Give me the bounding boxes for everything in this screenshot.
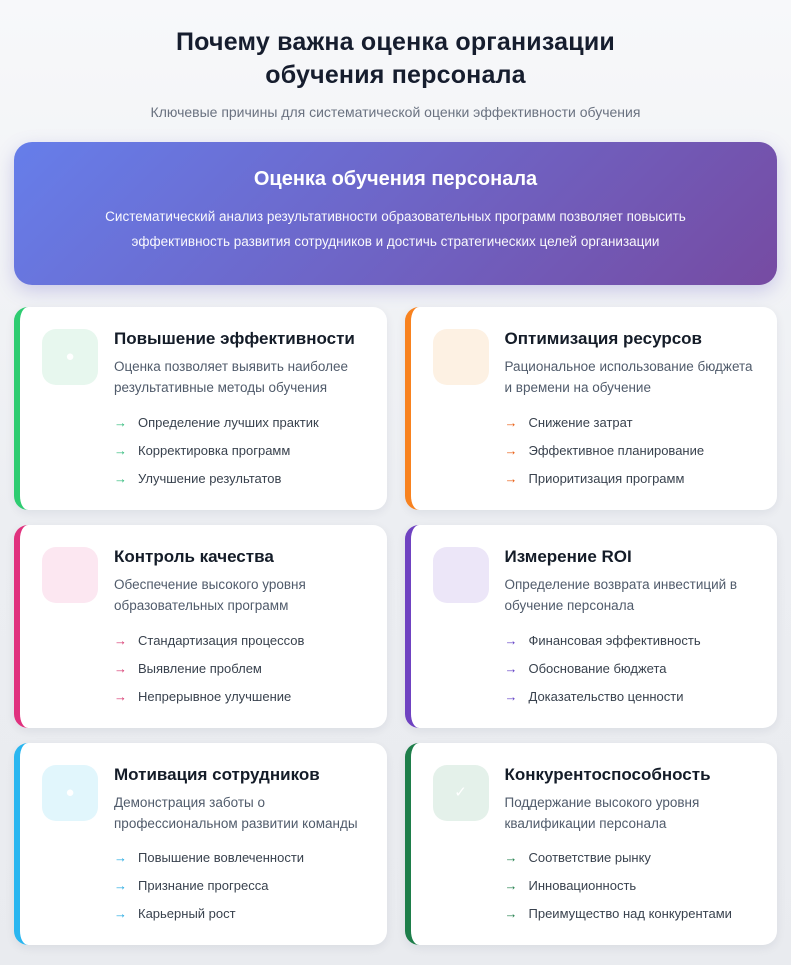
arrow-icon: → (504, 632, 518, 648)
list-item: → Финансовая эффективность (505, 633, 756, 648)
card-list: → Повышение вовлеченности → Признание прог… (114, 850, 365, 921)
card-motivation: ● Мотивация сотрудников Демонстрация заб… (14, 742, 387, 946)
list-item: → Инновационность (505, 878, 756, 893)
card-title: Повышение эффективности (114, 328, 355, 348)
card-description: Демонстрация заботы о профессиональном р… (114, 794, 358, 831)
list-item: → Улучшение результатов (114, 471, 365, 486)
list-item: → Соответствие рынку (505, 850, 756, 865)
list-item-label: Улучшение результатов (138, 470, 282, 486)
arrow-icon: → (114, 442, 127, 458)
card-content: Повышение эффективности Оценка позволяет… (114, 329, 365, 486)
list-item-label: Выявление проблем (138, 660, 262, 676)
list-item: → Приоритизация программ (505, 471, 756, 486)
list-item-label: Эффективное планирование (528, 442, 705, 458)
card-resources: Оптимизация ресурсов Рациональное исполь… (404, 306, 777, 510)
card-description: Поддержание высокого уровня квалификации… (504, 794, 700, 831)
card-title: Измерение ROI (504, 546, 632, 566)
list-item-label: Обоснование бюджета (528, 660, 667, 676)
page-title: Почему важна оценка организации обучения… (14, 26, 777, 92)
blank-icon (432, 546, 489, 603)
card-content: Конкурентоспособность Поддержание высоко… (505, 765, 756, 922)
list-item: → Выявление проблем (114, 661, 365, 676)
arrow-icon: → (114, 688, 127, 704)
list-item: → Непрерывное улучшение (114, 689, 365, 704)
card-title: Мотивация сотрудников (114, 764, 320, 784)
arrow-icon: → (114, 414, 127, 430)
page-title-line-1: Почему важна оценка организации (176, 28, 615, 56)
blank-icon (42, 546, 98, 603)
list-item-label: Повышение вовлеченности (138, 850, 305, 866)
list-item: → Снижение затрат (505, 415, 756, 430)
gradient-banner: Оценка обучения персонала Систематически… (14, 142, 777, 285)
page-subtitle: Ключевые причины для систематической оце… (150, 104, 641, 120)
arrow-icon: → (504, 660, 518, 676)
blank-icon (432, 328, 489, 385)
arrow-icon: → (504, 878, 518, 894)
arrow-icon: → (504, 906, 518, 922)
cards-grid: ● Повышение эффективности Оценка позволя… (14, 306, 777, 946)
arrow-icon: → (114, 906, 127, 922)
arrow-icon: → (114, 850, 127, 866)
card-content: Оптимизация ресурсов Рациональное исполь… (505, 329, 756, 486)
arrow-icon: → (504, 414, 518, 430)
card-content: Измерение ROI Определение возврата инвес… (505, 547, 756, 704)
card-title: Оптимизация ресурсов (504, 328, 703, 348)
list-item: → Преимущество над конкурентами (505, 906, 756, 921)
card-list: → Финансовая эффективность → Обоснование б… (505, 633, 756, 704)
list-item-label: Инновационность (528, 878, 637, 894)
check-icon: ✓ (432, 764, 489, 821)
arrow-icon: → (114, 878, 127, 894)
card-list: → Соответствие рынку → Инновационность → Пр… (505, 850, 756, 921)
card-efficiency: ● Повышение эффективности Оценка позволя… (14, 306, 387, 510)
card-title: Контроль качества (114, 546, 274, 566)
list-item: → Повышение вовлеченности (114, 850, 365, 865)
banner-title: Оценка обучения персонала (253, 168, 538, 190)
list-item-label: Стандартизация процессов (138, 632, 305, 648)
card-list: → Снижение затрат → Эффективное планирован… (505, 415, 756, 486)
card-quality: Контроль качества Обеспечение высокого у… (14, 524, 387, 728)
card-description: Рациональное использование бюджета и вре… (504, 358, 753, 395)
arrow-icon: → (504, 442, 518, 458)
card-content: Контроль качества Обеспечение высокого у… (114, 547, 365, 704)
arrow-icon: → (504, 850, 518, 866)
card-list: → Стандартизация процессов → Выявление про… (114, 633, 365, 704)
card-description: Обеспечение высокого уровня образователь… (114, 576, 306, 613)
arrow-icon: → (504, 470, 518, 486)
card-list: → Определение лучших практик → Корректиров… (114, 415, 365, 486)
list-item-label: Определение лучших практик (138, 414, 319, 430)
list-item-label: Признание прогресса (138, 878, 269, 894)
list-item: → Стандартизация процессов (114, 633, 365, 648)
list-item-label: Приоритизация программ (528, 470, 685, 486)
list-item-label: Карьерный рост (138, 906, 236, 922)
card-roi: Измерение ROI Определение возврата инвес… (404, 524, 777, 728)
card-description: Оценка позволяет выявить наиболее резуль… (114, 358, 348, 395)
card-description: Определение возврата инвестиций в обучен… (504, 576, 738, 613)
dot-icon: ● (42, 764, 98, 821)
page-header: Почему важна оценка организации обучения… (14, 26, 777, 120)
dot-icon: ● (42, 328, 98, 385)
list-item: → Определение лучших практик (114, 415, 365, 430)
arrow-icon: → (114, 660, 127, 676)
arrow-icon: → (504, 688, 518, 704)
list-item: → Обоснование бюджета (505, 661, 756, 676)
banner-description: Систематический анализ результативности … (105, 209, 686, 249)
list-item: → Эффективное планирование (505, 443, 756, 458)
card-content: Мотивация сотрудников Демонстрация забот… (114, 765, 365, 922)
list-item: → Признание прогресса (114, 878, 365, 893)
list-item: → Доказательство ценности (505, 689, 756, 704)
list-item-label: Непрерывное улучшение (138, 688, 292, 704)
list-item-label: Преимущество над конкурентами (528, 906, 732, 922)
list-item: → Карьерный рост (114, 906, 365, 921)
card-title: Конкурентоспособность (504, 764, 711, 784)
arrow-icon: → (114, 470, 127, 486)
page-title-line-2: обучения персонала (265, 61, 526, 89)
list-item: → Корректировка программ (114, 443, 365, 458)
arrow-icon: → (114, 632, 127, 648)
list-item-label: Корректировка программ (138, 442, 291, 458)
list-item-label: Доказательство ценности (528, 688, 684, 704)
list-item-label: Соответствие рынку (528, 850, 651, 866)
list-item-label: Снижение затрат (528, 414, 633, 430)
list-item-label: Финансовая эффективность (528, 632, 701, 648)
card-competitiveness: ✓ Конкурентоспособность Поддержание высо… (404, 742, 777, 946)
